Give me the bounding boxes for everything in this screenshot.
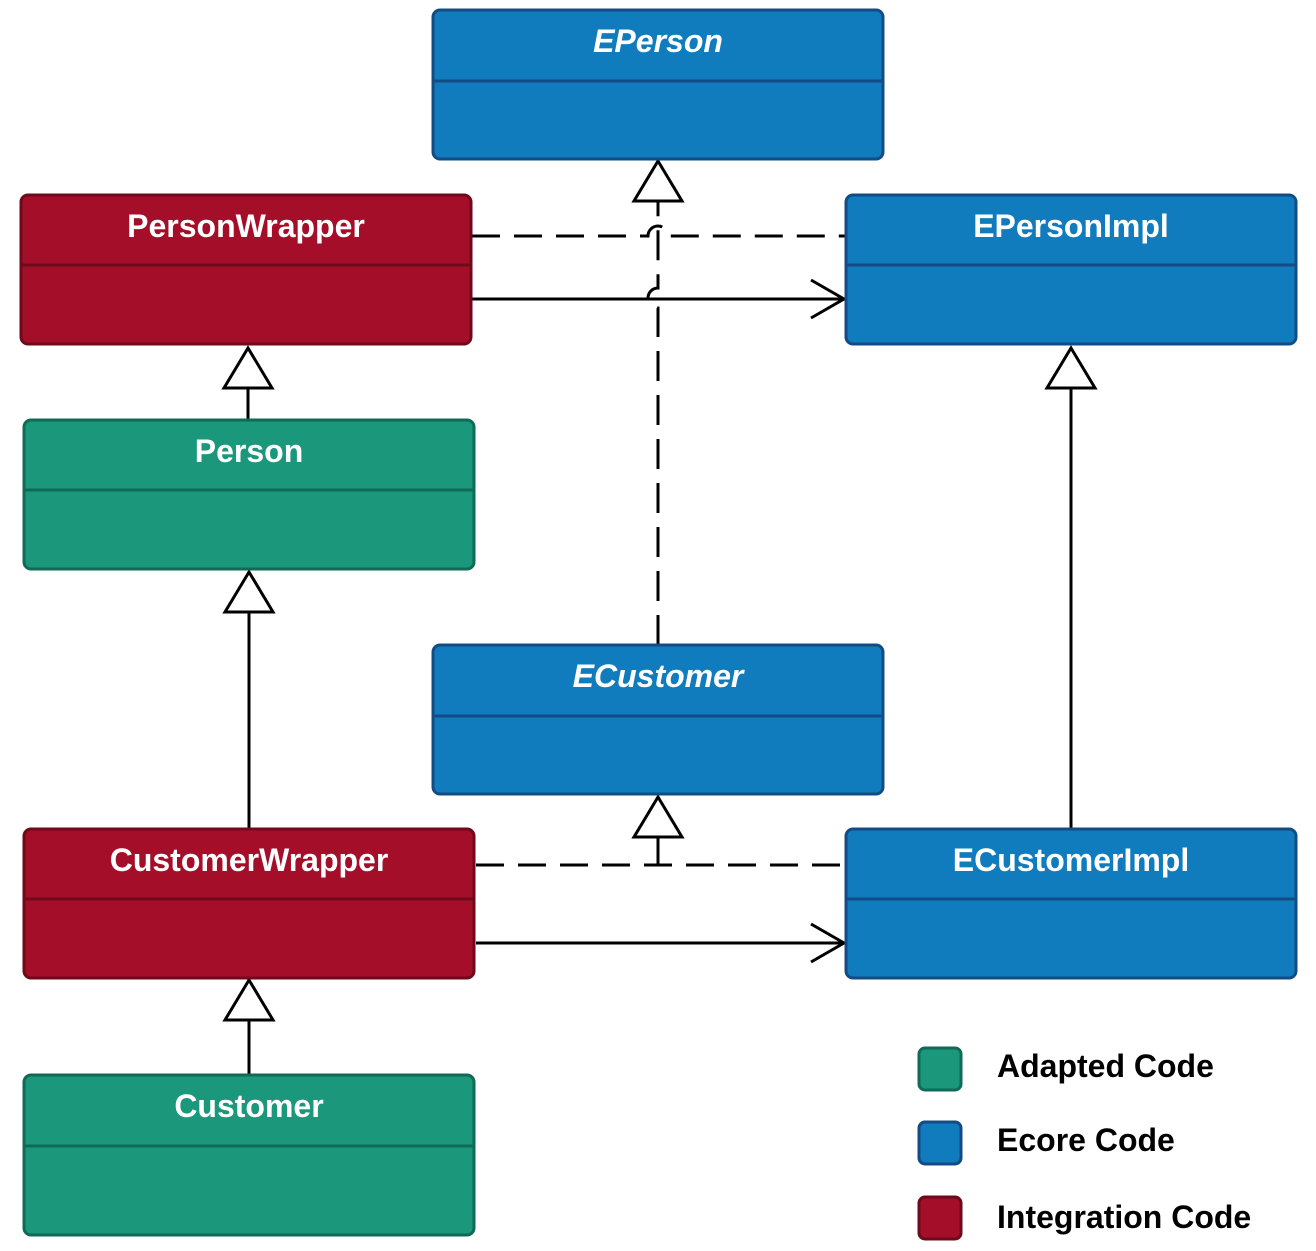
realization-line-ecustomer: [646, 201, 660, 645]
class-epersonimpl-name: EPersonImpl: [973, 208, 1169, 244]
class-person-box: [22, 418, 476, 571]
legend-swatch-adapted: [917, 1046, 963, 1092]
legend-swatch-integration: [917, 1195, 963, 1241]
legend-label-ecore: Ecore Code: [997, 1122, 1175, 1158]
class-ecustomer-box: [431, 643, 885, 796]
legend-label-integration: Integration Code: [997, 1199, 1251, 1235]
association-arrowhead-ecustomerimpl: [810, 922, 848, 964]
legend-swatch-ecore: [917, 1120, 963, 1166]
class-epersonimpl[interactable]: EPersonImpl: [844, 193, 1298, 346]
legend: Adapted Code Ecore Code Integration Code: [917, 1046, 1251, 1241]
legend-item-ecore: Ecore Code: [917, 1120, 1175, 1166]
realization-triangle-eperson: [631, 158, 685, 203]
class-person[interactable]: Person: [22, 418, 476, 571]
class-ecustomer[interactable]: ECustomer: [431, 643, 885, 796]
legend-item-adapted: Adapted Code: [917, 1046, 1214, 1092]
class-customerwrapper-box: [22, 827, 476, 980]
generalization-triangle-personwrapper: [221, 345, 275, 390]
class-personwrapper[interactable]: PersonWrapper: [19, 193, 473, 346]
class-epersonimpl-box: [844, 193, 1298, 346]
legend-label-adapted: Adapted Code: [997, 1048, 1214, 1084]
legend-item-integration: Integration Code: [917, 1195, 1251, 1241]
class-customerwrapper[interactable]: CustomerWrapper: [22, 827, 476, 980]
class-personwrapper-name: PersonWrapper: [127, 208, 365, 244]
realization-triangle-ecustomer: [631, 794, 685, 839]
class-person-name: Person: [195, 433, 303, 469]
class-ecustomerimpl-name: ECustomerImpl: [953, 842, 1189, 878]
generalization-triangle-customerwrapper: [222, 977, 276, 1022]
generalization-triangle-person: [222, 569, 276, 614]
class-customerwrapper-name: CustomerWrapper: [110, 842, 389, 878]
class-eperson[interactable]: EPerson: [431, 8, 885, 161]
class-eperson-name: EPerson: [593, 23, 723, 59]
class-ecustomerimpl[interactable]: ECustomerImpl: [844, 827, 1298, 980]
realization-line-personwrapper: [472, 224, 846, 238]
class-personwrapper-box: [19, 193, 473, 346]
class-ecustomer-name: ECustomer: [573, 658, 745, 694]
association-arrowhead-epersonimpl: [810, 278, 848, 320]
class-customer-name: Customer: [174, 1088, 323, 1124]
generalization-triangle-epersonimpl: [1044, 345, 1098, 390]
class-customer[interactable]: Customer: [22, 1073, 476, 1237]
class-customer-box: [22, 1073, 476, 1237]
class-eperson-box: [431, 8, 885, 161]
class-ecustomerimpl-box: [844, 827, 1298, 980]
